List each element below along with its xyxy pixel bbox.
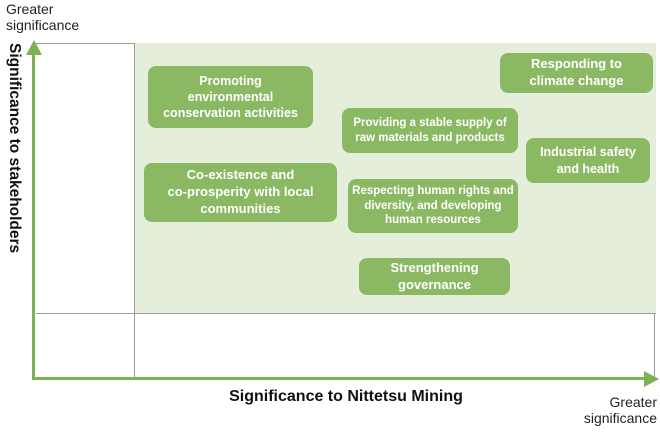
materiality-box-climate-change: Responding to climate change <box>500 53 653 93</box>
x-axis-greater-significance-note: Greater significance <box>583 394 657 426</box>
materiality-box-industrial-safety: Industrial safety and health <box>526 138 650 183</box>
x-axis-arrowhead-icon <box>644 371 659 387</box>
y-axis-arrowhead-icon <box>26 40 42 55</box>
x-axis-title: Significance to Nittetsu Mining <box>229 388 463 405</box>
y-axis-greater-significance-note: Greater significance <box>6 1 80 33</box>
materiality-box-coexistence-local-communities: Co-existence and co-prosperity with loca… <box>144 163 337 222</box>
materiality-box-strengthening-governance: Strengthening governance <box>359 258 510 295</box>
y-axis-line <box>32 52 35 380</box>
quadrant-divider-vertical <box>134 43 135 380</box>
materiality-box-human-rights-diversity: Respecting human rights and diversity, a… <box>348 179 518 233</box>
materiality-box-stable-supply: Providing a stable supply of raw materia… <box>342 108 518 153</box>
quadrant-divider-horizontal <box>36 313 656 314</box>
x-axis-line <box>32 377 645 380</box>
materiality-box-promoting-environmental-conservation: Promoting environmental conservation act… <box>148 66 313 128</box>
y-axis-title: Significance to stakeholders <box>6 43 23 254</box>
